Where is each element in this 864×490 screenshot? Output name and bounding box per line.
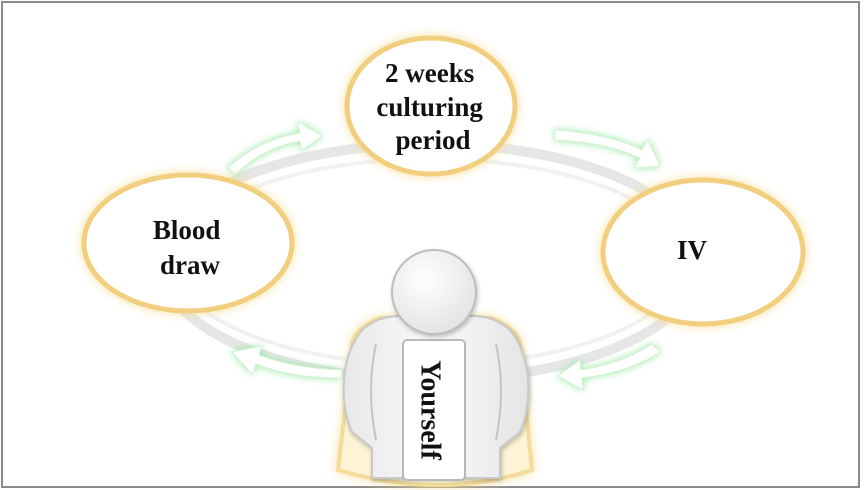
svg-text:Blood draw: Blood draw xyxy=(153,215,227,280)
curved-arrow-left-icon xyxy=(231,345,343,379)
curved-arrow-down-left-icon xyxy=(557,343,661,391)
svg-text:2 weeks culturing: 2 weeks culturing period xyxy=(376,58,489,155)
svg-text:IV: IV xyxy=(677,235,708,265)
node-blood-draw: Blood draw xyxy=(81,172,295,314)
culturing-label-line2: culturing xyxy=(376,92,483,122)
node-iv: IV xyxy=(600,177,806,327)
blood-draw-label-line2: draw xyxy=(160,250,221,280)
blood-draw-label-line1: Blood xyxy=(153,215,221,245)
yourself-label: Yourself xyxy=(415,360,446,460)
culturing-label-line1: 2 weeks xyxy=(385,58,474,88)
iv-label: IV xyxy=(677,235,708,265)
person-icon: Yourself xyxy=(335,249,535,487)
curved-arrow-down-right-icon xyxy=(554,129,661,169)
curved-arrow-right-icon xyxy=(227,121,323,175)
node-culturing-period: 2 weeks culturing period xyxy=(344,35,518,177)
culturing-label-line3: period xyxy=(395,125,470,155)
